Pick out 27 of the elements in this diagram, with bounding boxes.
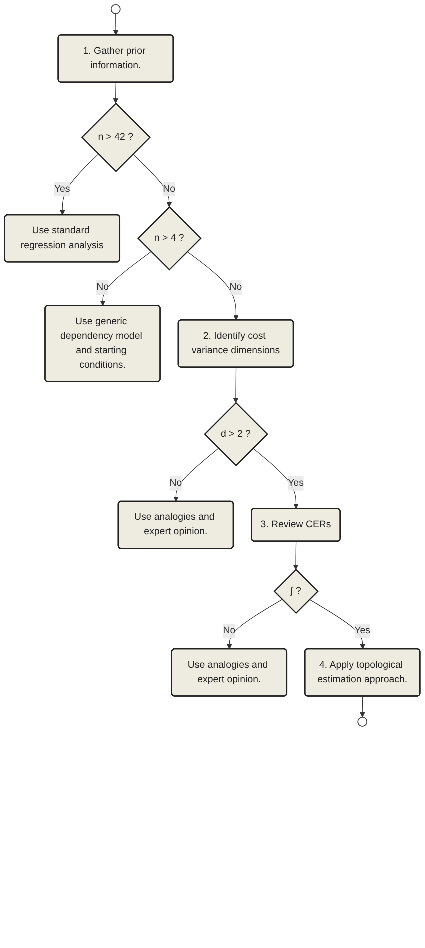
node-diamond: n > 42 ? [81,102,152,172]
arrow [132,154,172,208]
arrow [233,367,239,404]
node-circle [358,717,368,727]
edge-label: Yes [288,478,304,488]
edge-label: No [230,282,242,293]
arrow [113,82,119,104]
edge-label: Yes [54,184,70,194]
node-diamond: ∫ ? [274,569,319,614]
arrow [293,541,299,570]
arrow [113,14,119,36]
arrow [100,252,152,306]
edge-label: No [163,184,176,194]
arrow [187,252,239,321]
edge-label: Yes [354,626,371,636]
edge-label: No [170,478,182,488]
arrow [252,448,299,510]
arrow [360,696,366,718]
arrow [60,154,99,216]
arrow [174,448,220,502]
edge-label: No [223,626,236,636]
arrow [226,599,283,650]
edge-label: No [96,282,109,293]
node-diamond: n > 4 ? [138,206,202,271]
arrow [309,599,366,650]
node-circle [110,4,121,14]
node-diamond: d > 2 ? [204,402,268,467]
